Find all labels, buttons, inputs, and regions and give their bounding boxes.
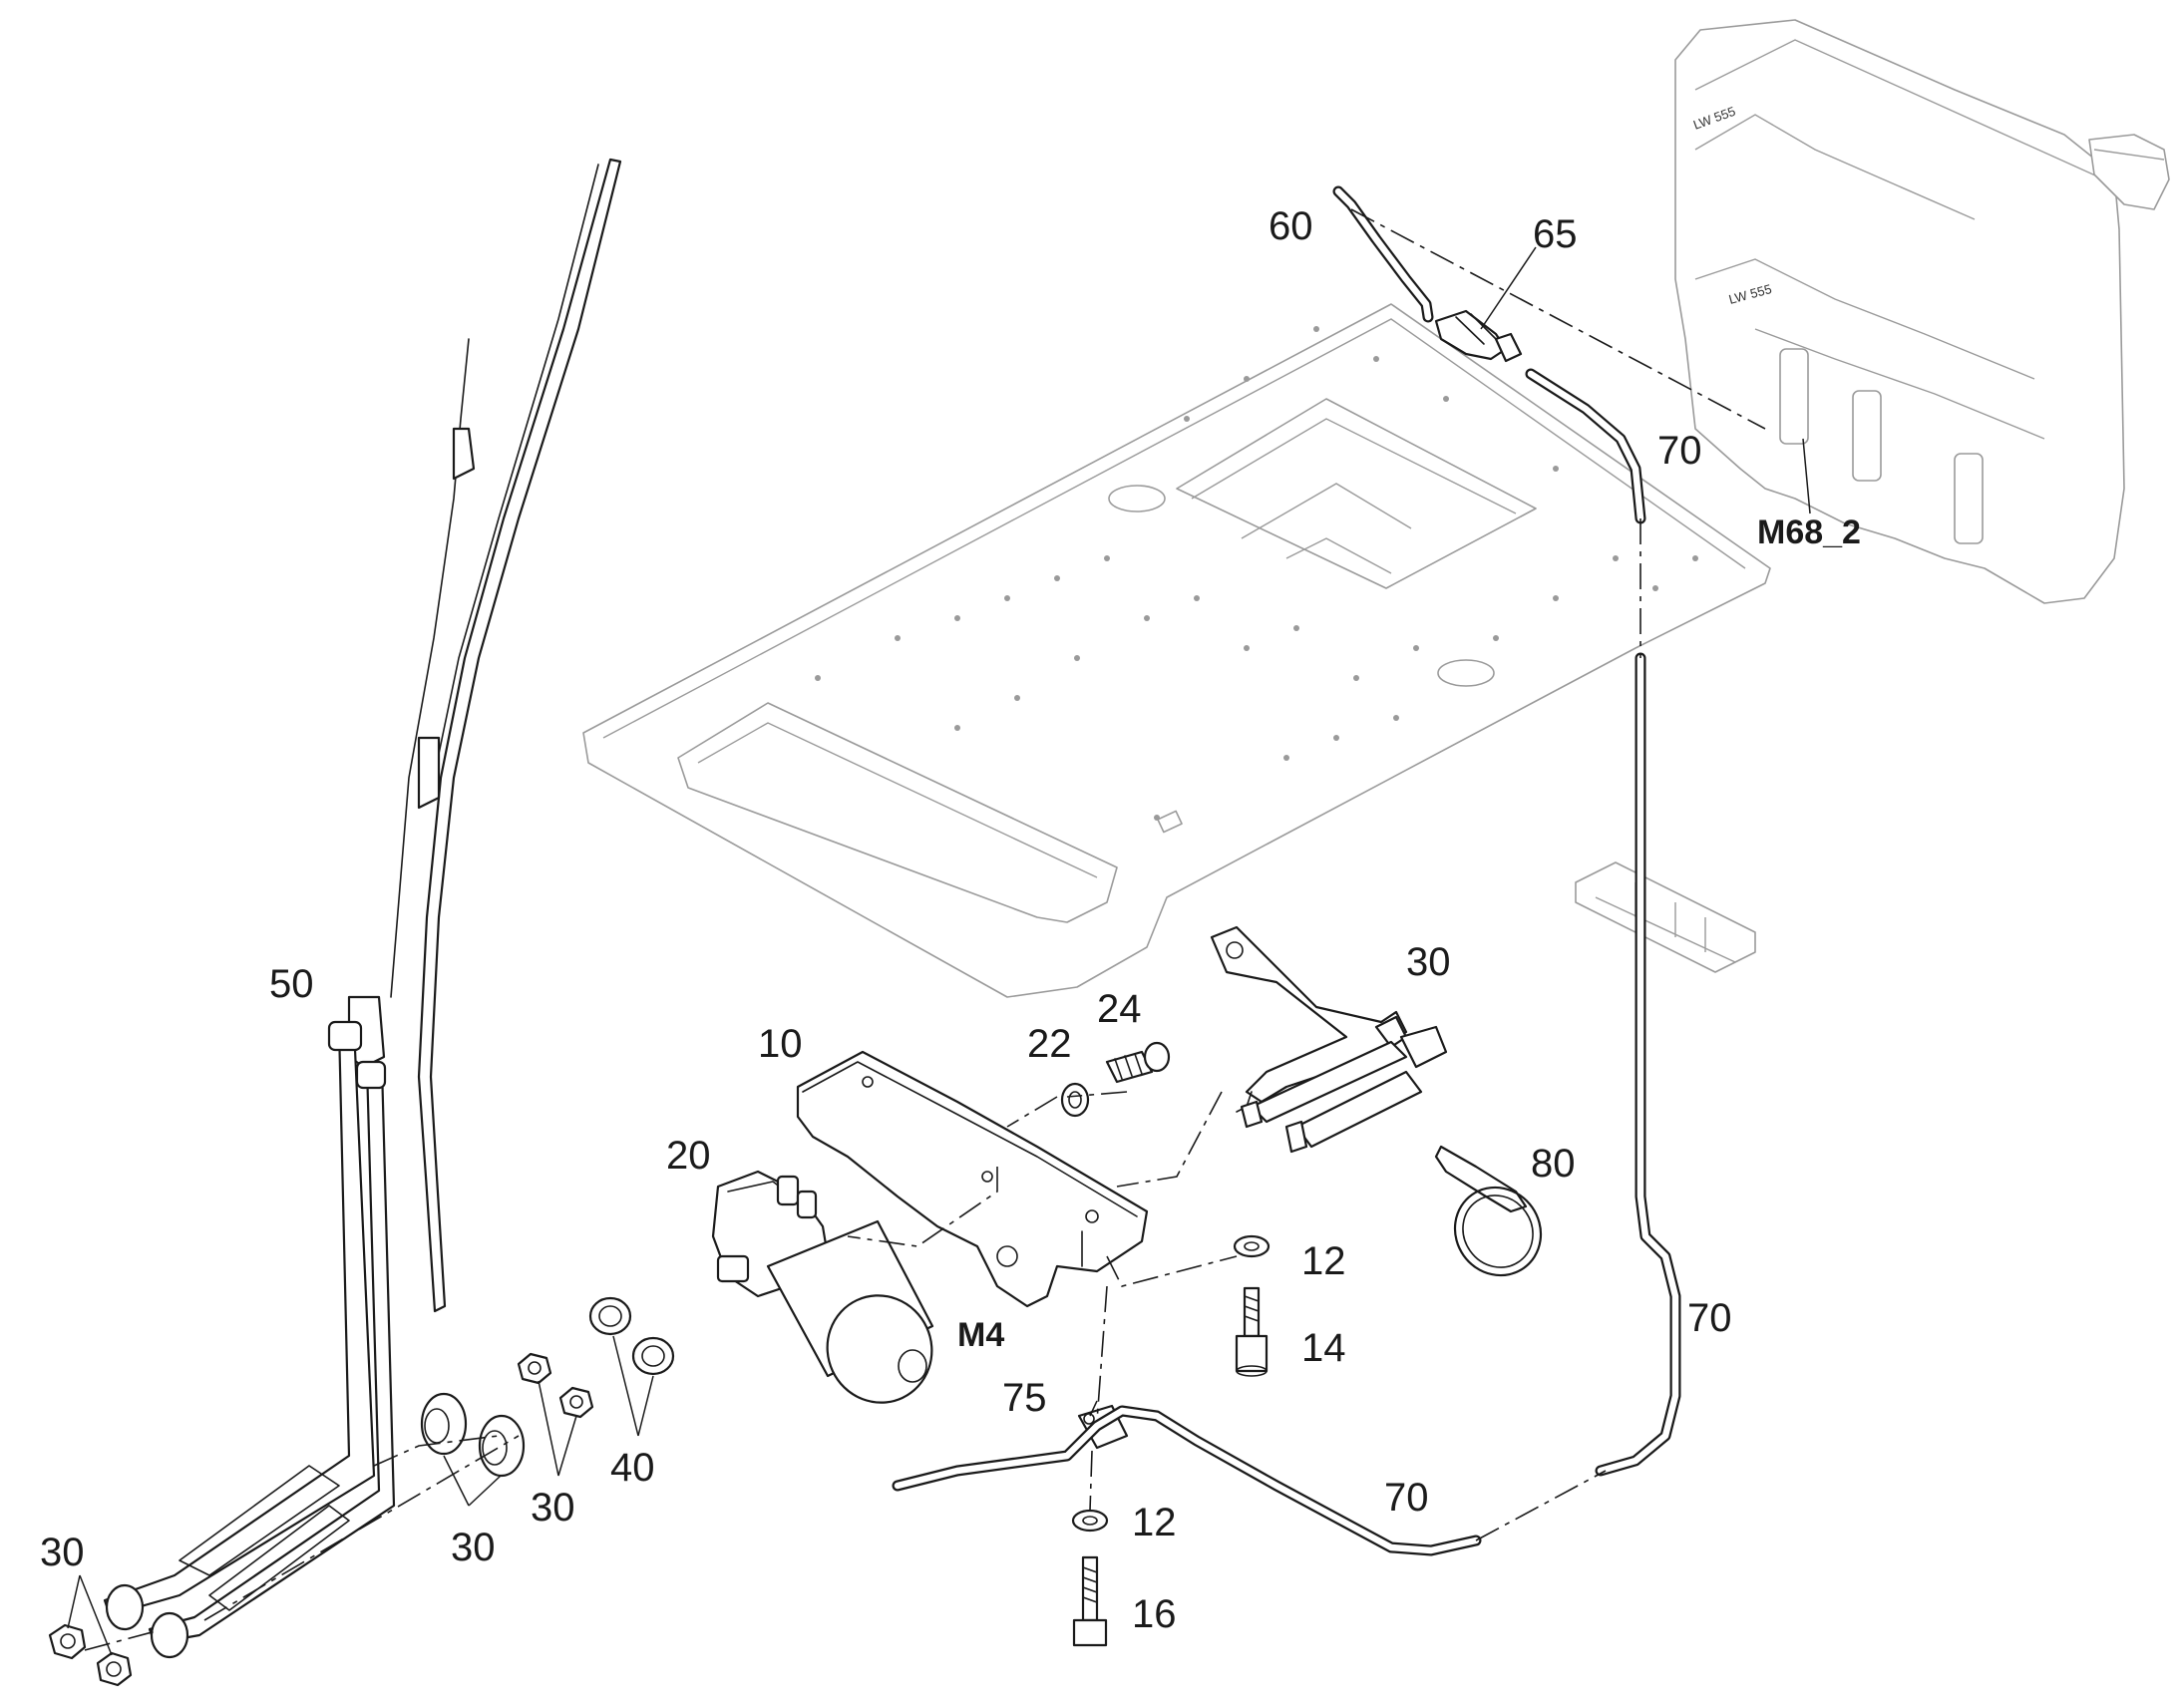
callout-M4: M4 xyxy=(957,1316,1004,1354)
arm-bushings xyxy=(420,1392,526,1478)
crank-linkage xyxy=(1210,925,1448,1154)
callout-12-bottom: 12 xyxy=(1132,1501,1177,1544)
callout-30-nuts-mid: 30 xyxy=(531,1486,575,1530)
callout-20: 20 xyxy=(666,1134,711,1178)
callout-75: 75 xyxy=(1002,1376,1047,1420)
callout-30-bushing: 30 xyxy=(451,1526,496,1569)
callout-24: 24 xyxy=(1097,987,1142,1031)
washer-hoses xyxy=(892,185,1681,1556)
callout-12-top: 12 xyxy=(1301,1239,1346,1283)
callout-30-crank: 30 xyxy=(1406,940,1451,984)
bolt-14 xyxy=(1235,1286,1269,1377)
bolt-24 xyxy=(1105,1041,1171,1084)
small-nuts xyxy=(517,1352,594,1419)
callout-40: 40 xyxy=(610,1446,655,1490)
callout-70-right: 70 xyxy=(1687,1296,1732,1340)
washer-tank: LW 555 LW 555 xyxy=(1674,19,2170,604)
callout-50: 50 xyxy=(269,962,314,1006)
callout-M68_2: M68_2 xyxy=(1757,513,1861,551)
bolt-16 xyxy=(1072,1555,1108,1647)
callout-65: 65 xyxy=(1533,212,1578,256)
leader-lines xyxy=(67,246,1811,1656)
hose-holder-block xyxy=(1575,861,1756,973)
wiper-blade-assembly xyxy=(103,158,622,1659)
flange-bushings xyxy=(588,1296,675,1376)
callout-70-top: 70 xyxy=(1657,429,1702,473)
callout-70-bottom: 70 xyxy=(1384,1476,1429,1520)
assembly-lines xyxy=(84,208,1766,1651)
callout-60: 60 xyxy=(1269,204,1313,248)
callout-80: 80 xyxy=(1531,1142,1576,1186)
arm-nuts xyxy=(48,1623,133,1687)
callout-14: 14 xyxy=(1301,1326,1346,1370)
wiper-motor xyxy=(711,1170,934,1404)
washer-22 xyxy=(1060,1082,1090,1118)
washer-12-bottom xyxy=(1071,1509,1109,1533)
cab-panel xyxy=(582,303,1771,998)
callout-22: 22 xyxy=(1027,1022,1072,1066)
cable-tie-80 xyxy=(1434,1145,1543,1277)
callout-30-nuts-left: 30 xyxy=(40,1531,85,1574)
washer-12-top xyxy=(1233,1234,1271,1258)
callout-16: 16 xyxy=(1132,1592,1177,1636)
motor-bracket xyxy=(796,1050,1149,1308)
callout-10: 10 xyxy=(758,1022,803,1066)
